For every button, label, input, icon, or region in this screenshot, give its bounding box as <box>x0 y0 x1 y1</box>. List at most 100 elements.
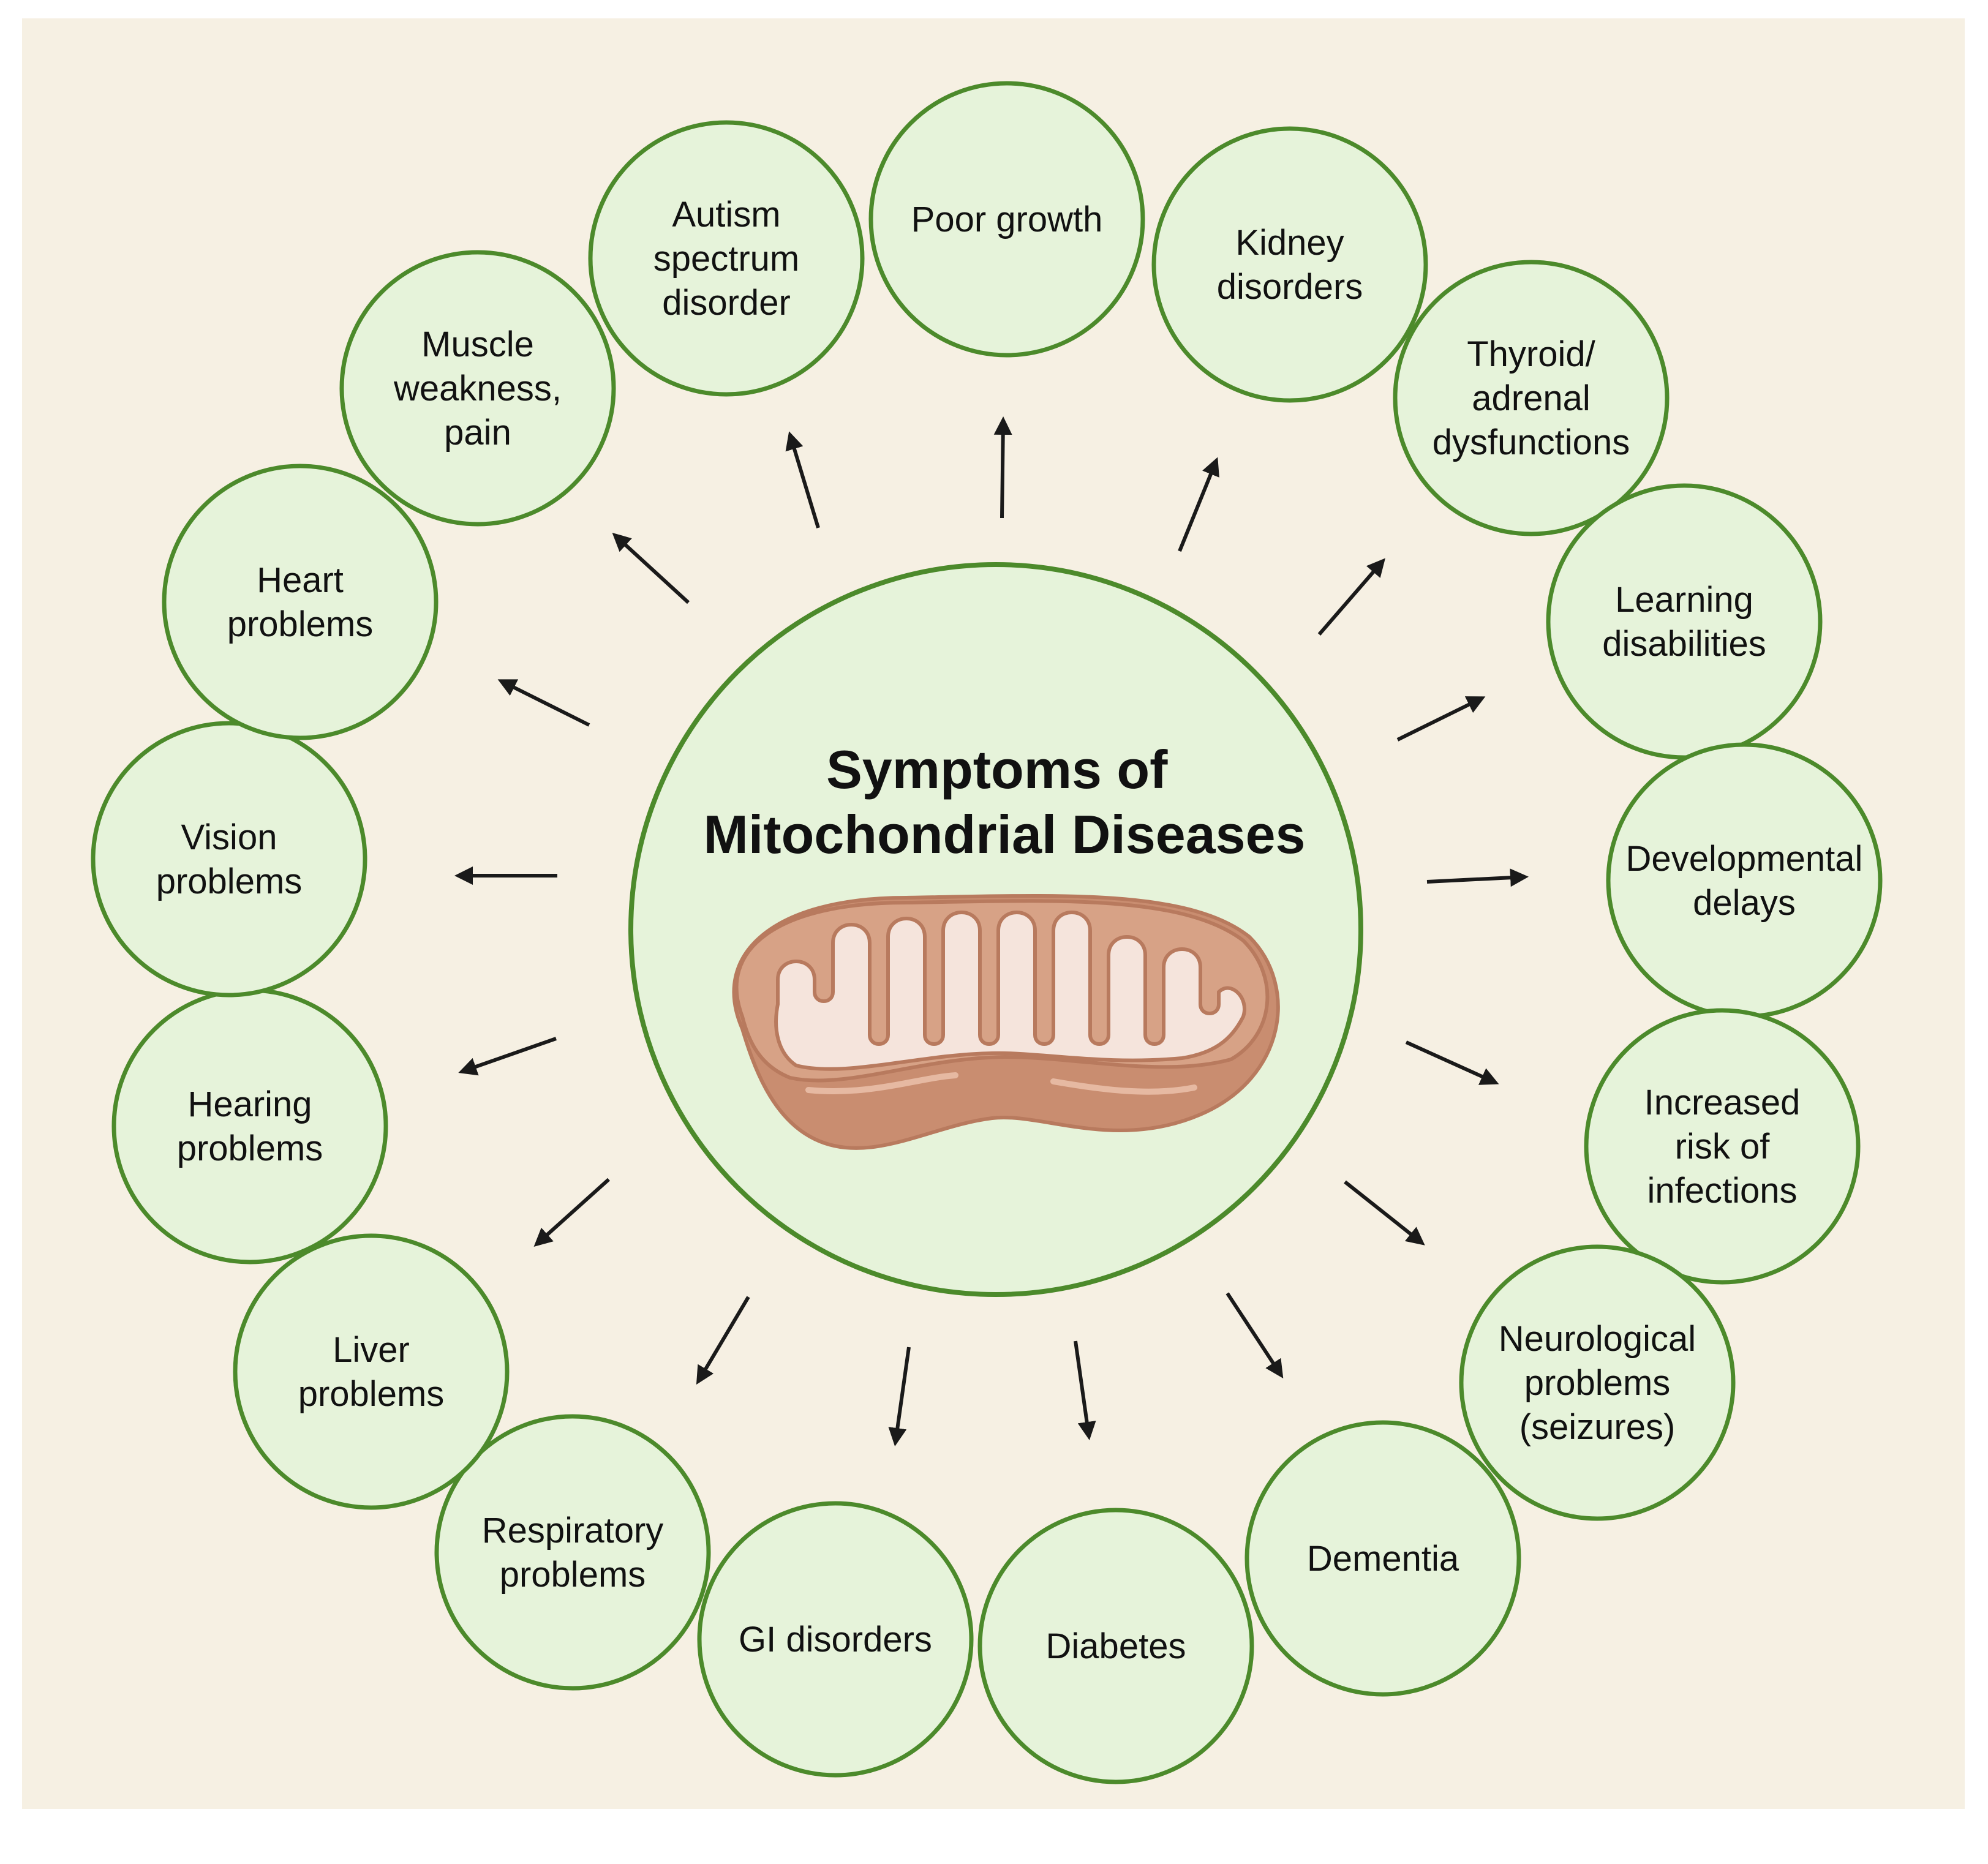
arrow-11 <box>696 1296 750 1385</box>
arrow-2 <box>1178 457 1219 552</box>
symptom-label-line: problems <box>156 862 303 901</box>
symptom-label-line: Vision <box>181 817 277 857</box>
arrow-9 <box>1074 1340 1096 1440</box>
symptom-label: Vision problems <box>156 817 303 901</box>
symptom-label-line: Thyroid/ <box>1467 334 1595 374</box>
bubble-circle <box>1459 1244 1736 1521</box>
arrow-13 <box>458 1037 557 1076</box>
arrow-10 <box>888 1347 911 1446</box>
title-line-2: Mitochondrial Diseases <box>704 804 1306 865</box>
arrow-15 <box>497 679 590 727</box>
symptom-label-line: Dementia <box>1307 1539 1459 1579</box>
symptom-label-line: Increased <box>1644 1083 1801 1122</box>
symptom-bubble: Diabetes <box>977 1508 1254 1784</box>
symptom-label-line: problems <box>298 1374 445 1414</box>
symptom-label-line: disorders <box>1217 267 1363 307</box>
symptom-label-line: Heart <box>257 560 344 600</box>
bubble-circle <box>1244 1420 1521 1697</box>
symptom-label: Respiratory problems <box>482 1511 664 1595</box>
symptom-label-line: dysfunctions <box>1433 423 1630 462</box>
bubble-circle <box>977 1508 1254 1784</box>
symptom-bubble: Thyroid/adrenal dysfunctions <box>1393 260 1670 536</box>
bubble-circle <box>1393 260 1670 536</box>
arrow-7 <box>1344 1180 1425 1246</box>
symptom-label-line: disorder <box>662 283 791 323</box>
symptom-label-line: (seizures) <box>1519 1407 1676 1447</box>
diagram-title: Symptoms of Mitochondrial Diseases <box>704 739 1306 865</box>
symptom-label-line: pain <box>444 413 511 453</box>
symptom-label-line: Autism <box>672 195 780 235</box>
bubble-circle <box>1151 126 1428 403</box>
symptom-label-line: problems <box>177 1129 323 1168</box>
arrow-1 <box>993 416 1012 519</box>
bubble-circle <box>868 81 1145 358</box>
symptom-label-line: infections <box>1647 1171 1797 1211</box>
symptom-label: GI disorders <box>739 1620 932 1659</box>
symptom-label: Dementia <box>1307 1539 1459 1579</box>
symptom-label-line: weakness, <box>393 369 562 408</box>
symptom-label-line: Learning <box>1615 580 1753 620</box>
bubble-circle <box>91 721 367 998</box>
bubble-circle <box>1606 742 1883 1019</box>
symptom-bubble: Dementia <box>1244 1420 1521 1697</box>
symptom-label: Diabetes <box>1046 1626 1186 1666</box>
arrow-3 <box>1317 558 1385 636</box>
arrow-6 <box>1405 1040 1499 1085</box>
symptom-bubble: Respiratory problems <box>434 1414 711 1691</box>
bubble-circle <box>1546 483 1823 760</box>
arrow-17 <box>785 431 820 528</box>
symptom-bubble: Vision problems <box>91 721 367 998</box>
symptom-label: Muscle weakness, pain <box>393 325 562 453</box>
arrow-12 <box>533 1178 611 1247</box>
bubble-circle <box>111 988 388 1265</box>
symptom-label-line: problems <box>227 604 374 644</box>
symptom-label-line: delays <box>1693 883 1796 923</box>
symptom-label-line: Respiratory <box>482 1511 664 1550</box>
symptom-bubble: Muscle weakness, pain <box>339 250 616 527</box>
symptom-label-line: Diabetes <box>1046 1626 1186 1666</box>
mitochondrion-icon <box>732 893 1280 1150</box>
symptom-label-line: disabilities <box>1602 624 1766 664</box>
arrow-4 <box>1396 696 1486 742</box>
arrow-16 <box>612 532 690 604</box>
bubble-circle <box>162 464 439 740</box>
symptom-label: Poor growth <box>911 200 1103 239</box>
symptom-label-line: Poor growth <box>911 200 1103 239</box>
symptom-label-line: Neurological <box>1499 1319 1696 1359</box>
title-line-1: Symptoms of <box>826 739 1168 800</box>
symptom-label-line: Muscle <box>421 325 534 364</box>
bubble-circle <box>588 120 865 397</box>
symptom-label-line: Kidney <box>1235 223 1344 263</box>
symptom-bubble: Poor growth <box>868 81 1145 358</box>
bubble-circle <box>233 1233 510 1510</box>
symptom-label-line: GI disorders <box>739 1620 932 1659</box>
arrow-5 <box>1426 868 1529 887</box>
symptom-label-line: spectrum <box>653 239 800 279</box>
symptom-label-line: Developmental <box>1626 839 1863 879</box>
symptom-label-line: problems <box>500 1555 646 1595</box>
bubble-circle <box>697 1501 974 1778</box>
symptom-label: Thyroid/adrenal dysfunctions <box>1433 334 1630 462</box>
symptom-label-line: problems <box>1524 1363 1671 1403</box>
symptom-label-line: adrenal <box>1472 378 1590 418</box>
bubble-circle <box>434 1414 711 1691</box>
symptom-bubble: GI disorders <box>697 1501 974 1778</box>
